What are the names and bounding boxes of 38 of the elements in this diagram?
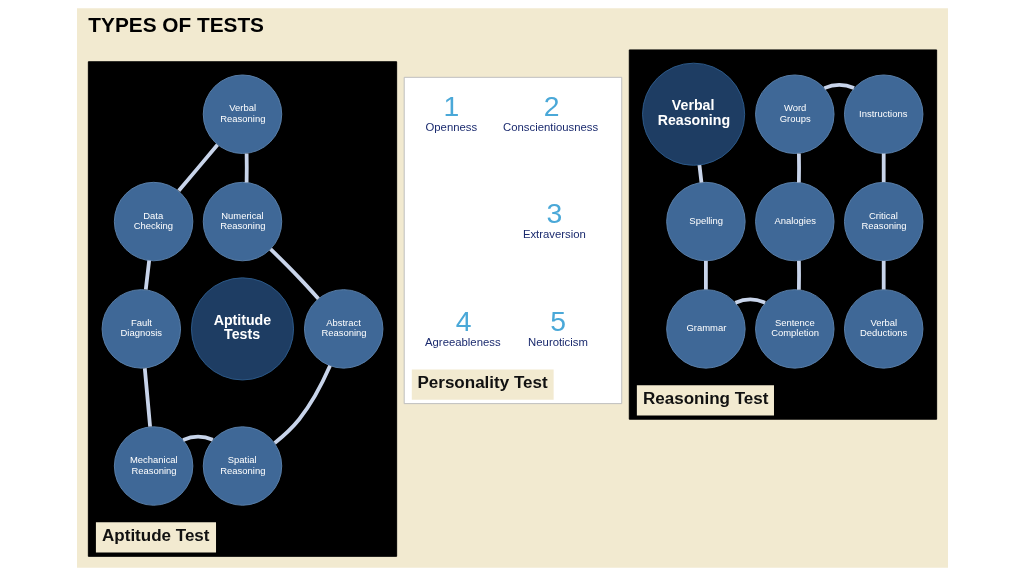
connector (142, 368, 152, 427)
node-circle: Aptitude Tests (190, 277, 294, 381)
connector (881, 153, 886, 183)
node-circle: Grammar (665, 289, 746, 369)
node-circle: Verbal Reasoning (641, 62, 745, 166)
connector (268, 247, 320, 300)
node-text: 2 Conscientiousness (502, 90, 598, 133)
connector (176, 143, 219, 193)
node-circle: Sentence Completion (754, 289, 834, 369)
node-text: 4 Agreeableness (424, 304, 501, 348)
node-text: 5 Neuroticism (527, 304, 588, 348)
connector (703, 260, 708, 290)
node-circle: Data Checking (113, 181, 193, 262)
node-circle: Critical Reasoning (843, 181, 923, 262)
connector (273, 365, 332, 445)
connector (181, 434, 213, 442)
connector (796, 260, 801, 290)
node-circle: Analogies (754, 181, 834, 262)
node-circle: Numerical Reasoning (202, 181, 282, 262)
node-text: 1 Openness (424, 90, 477, 133)
node-text: 3 Extraversion (522, 197, 586, 241)
connector (881, 260, 886, 290)
diagram-title: TYPES OF TESTS (87, 12, 264, 36)
node-circle: Verbal Deductions (843, 289, 923, 369)
node-circle: Spatial Reasoning (202, 426, 282, 506)
connector (244, 153, 249, 183)
node-circle: Word Groups (754, 74, 834, 154)
connector (697, 164, 703, 183)
connector (796, 153, 801, 183)
node-circle: Verbal Reasoning (202, 74, 282, 154)
connector (143, 260, 151, 290)
node-circle: Spelling (665, 181, 746, 262)
node-circle: Abstract Reasoning (303, 289, 383, 369)
node-circle: Mechanical Reasoning (113, 426, 193, 506)
connector (734, 297, 766, 305)
node-circle: Instructions (843, 74, 923, 154)
node-circle: Fault Diagnosis (101, 289, 181, 369)
connector (823, 82, 855, 90)
